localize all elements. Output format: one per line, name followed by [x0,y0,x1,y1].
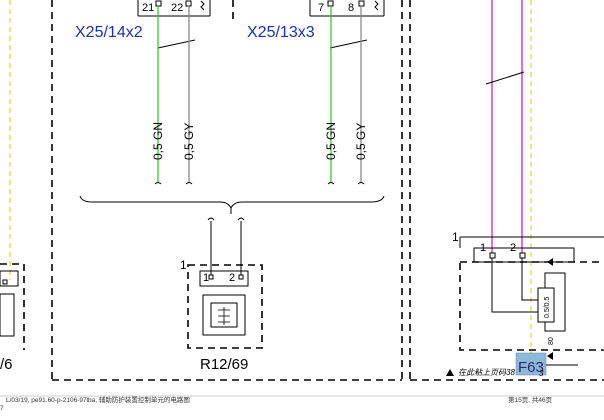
component-label-r12-69: R12/69 [200,356,248,373]
wire-label-gy-1: 0,5 GY [182,123,196,160]
pin-label-21: 21 [142,2,154,14]
harness-brace [79,195,385,210]
wire-end-gy-2 [357,182,365,185]
sensor-pin-label-1: 1 [203,272,209,284]
left-partial-component: /6 [0,263,25,373]
wire-end-gn-1 [154,182,162,185]
badge-label: F63 [518,359,544,376]
connector-x25-13x3: 7 8 X25/13x3 [247,0,385,49]
right-pin-label-2: 2 [510,242,516,254]
wire-end-gn-2 [327,182,335,185]
connector-label-x25-14x2: X25/14x2 [75,24,143,41]
footer-right: 第15页, 共46页 [508,395,553,404]
pin-label-8: 8 [348,2,354,14]
page-note: 在此粘上页码38 [458,368,515,377]
right-lower-arrow-icon [547,352,553,360]
component-right: 1 1 2 0.5/0.5 80 [452,230,604,360]
pin-label-7: 7 [318,2,324,14]
footer-corner: 7 [0,405,4,412]
right-inner-arrow-icon [547,258,553,266]
left-partial-label: /6 [0,356,13,373]
wire-into-sensor-1 [207,217,215,221]
sensor-pin-label-2: 2 [229,272,235,284]
right-pin-label-1: 1 [480,242,486,254]
note-triangle-icon [446,369,454,376]
connector-x25-14x2: 21 22 X25/14x2 [75,0,211,49]
right-side-label: 80 [548,337,555,345]
wire-into-sensor-2 [237,217,245,221]
wire-label-gn-1: 0,5 GN [151,122,165,160]
note-suffix: 3 [539,369,544,378]
right-inner-label: 0.5/0.5 [544,296,551,318]
f63-badge: F63 3 [515,352,578,378]
footer-left: L/03/19, pe91.60-p-2106-97lba, 辅助防护装置控制单… [6,395,190,404]
sensor-symbol [210,302,238,328]
wire-end-gy-1 [185,182,193,185]
pin-label-22: 22 [171,2,183,14]
wire-label-gy-2: 0,5 GY [354,123,368,160]
right-wire-break-mark [485,71,525,85]
component-r12-69: 1 1 2 R12/69 [180,258,263,373]
connector-label-x25-13x3: X25/13x3 [247,24,315,41]
wire-label-gn-2: 0,5 GN [324,122,338,160]
right-component-index: 1 [452,230,459,244]
component-index-r12-69: 1 [180,258,187,272]
